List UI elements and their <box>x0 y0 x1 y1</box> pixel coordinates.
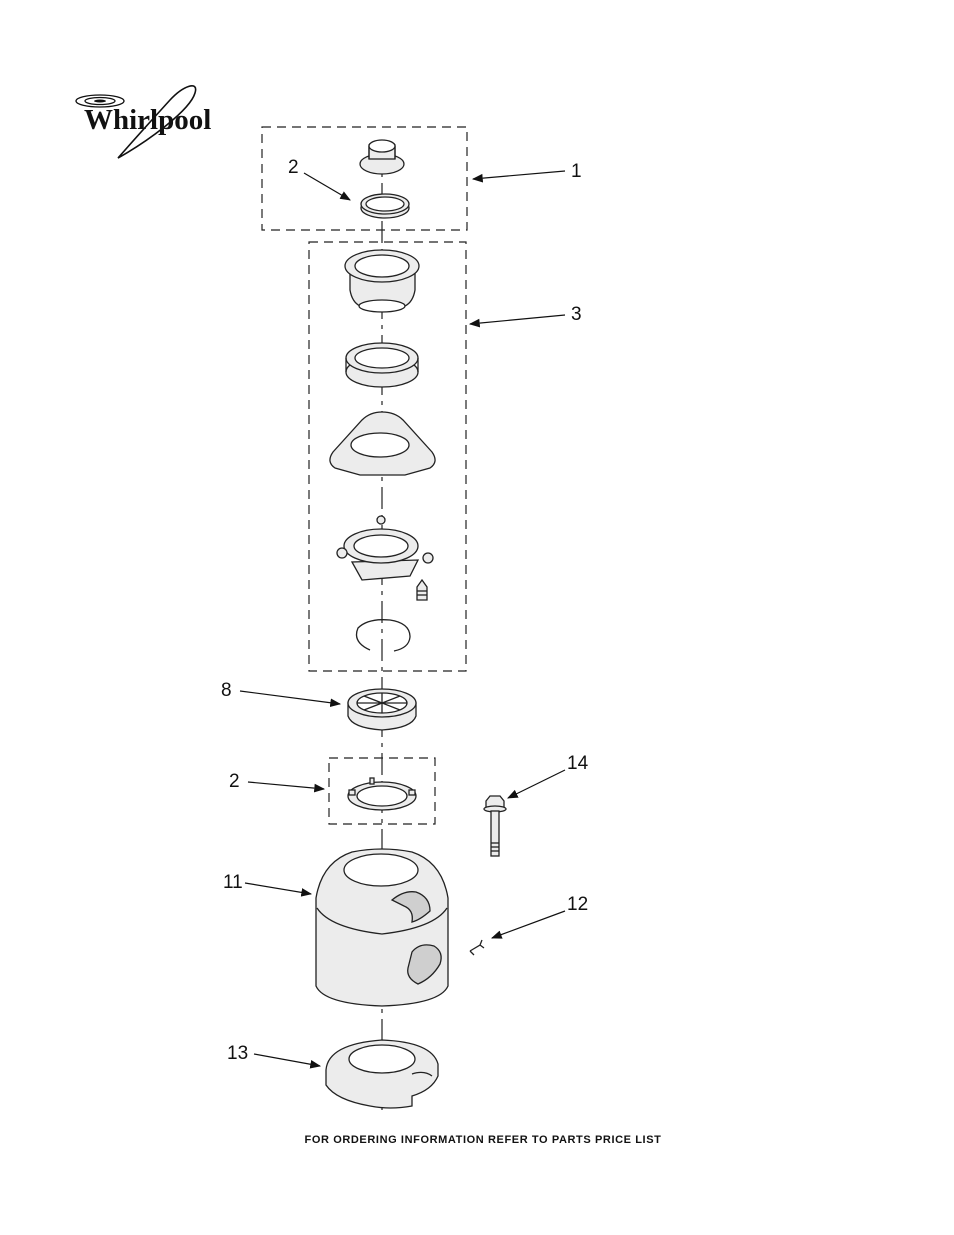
stopper-part <box>359 139 405 175</box>
whirlpool-logo: Whirlpool <box>75 85 211 159</box>
callout-13: 13 <box>227 1043 248 1064</box>
mounting-bolt <box>483 795 507 857</box>
snap-ring <box>355 619 411 652</box>
leader-3 <box>468 314 566 328</box>
sink-gasket-lower <box>347 777 417 811</box>
sink-flange <box>344 249 420 313</box>
leader-14 <box>507 769 566 799</box>
leader-11 <box>244 882 313 897</box>
callout-12: 12 <box>567 894 588 915</box>
group-box-part-2-lower <box>328 757 436 825</box>
group-box-part-1 <box>261 126 468 231</box>
callout-1: 1 <box>571 161 582 182</box>
disposer-housing <box>315 848 449 1007</box>
sink-gasket-top <box>360 193 410 219</box>
mounting-ring <box>329 411 436 476</box>
wire-clip <box>469 939 485 956</box>
splash-guard <box>347 688 417 731</box>
backup-ring <box>345 342 419 388</box>
callout-11: 11 <box>223 872 243 893</box>
leader-8 <box>239 690 342 708</box>
leader-12 <box>490 910 566 939</box>
leader-2-top <box>303 172 351 201</box>
snap-ring-mount <box>336 515 434 581</box>
ordering-info-footer: FOR ORDERING INFORMATION REFER TO PARTS … <box>305 1134 662 1146</box>
mounting-screw <box>416 578 428 601</box>
logo-wordmark: Whirlpool <box>84 104 211 136</box>
leader-1 <box>471 170 566 183</box>
callout-2-lower: 2 <box>229 771 240 792</box>
callout-8: 8 <box>221 680 232 701</box>
callout-14: 14 <box>567 753 589 774</box>
cushion-mount <box>325 1039 439 1109</box>
callout-3: 3 <box>571 304 582 325</box>
group-box-part-3 <box>308 241 467 672</box>
callout-2-top: 2 <box>288 157 299 178</box>
leader-2-lower <box>247 781 326 793</box>
leader-13 <box>253 1053 322 1069</box>
